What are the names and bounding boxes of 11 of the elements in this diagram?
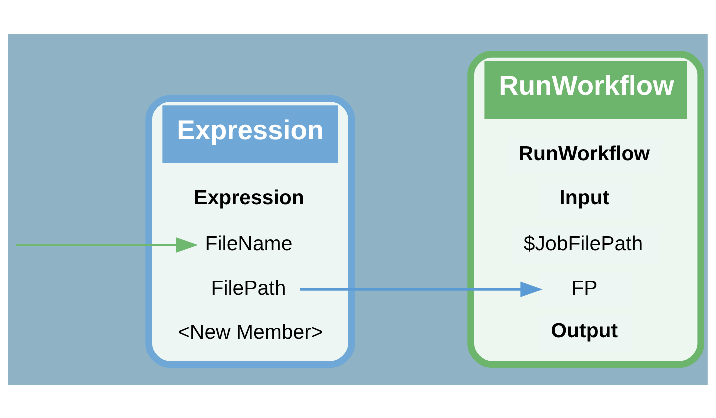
arrow (300, 281, 543, 297)
arrow (16, 237, 198, 253)
node-text: Output (551, 318, 618, 342)
node-text: FileName (205, 232, 293, 256)
node-text: <New Member> (178, 320, 324, 344)
node-text: FP (572, 276, 598, 300)
node-text: Expression (194, 186, 304, 210)
node-text: $JobFilePath (524, 232, 644, 256)
node-text: Input (560, 186, 610, 210)
node-text: RunWorkflow (518, 142, 650, 165)
node-text: FilePath (211, 276, 286, 300)
